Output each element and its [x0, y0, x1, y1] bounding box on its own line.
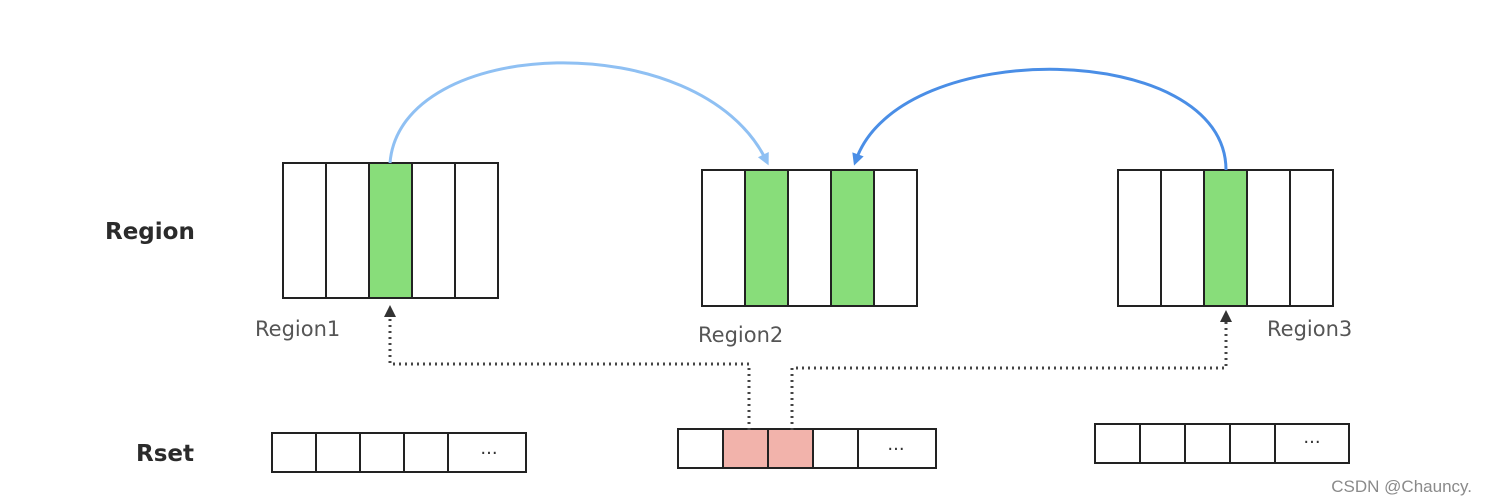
- rset-overflow-cell: [447, 432, 527, 473]
- region1-label: Region1: [255, 317, 340, 341]
- rset-overflow-cell: [857, 428, 937, 469]
- region-cell: [411, 162, 456, 299]
- rset-cell: [403, 432, 449, 473]
- rset-cell: [1184, 423, 1231, 464]
- region-cell: [873, 169, 918, 307]
- region-cell-referenced: [368, 162, 413, 299]
- rset-overflow-cell: [1274, 423, 1350, 464]
- region-cell: [701, 169, 746, 307]
- region-cell: [1117, 169, 1162, 307]
- rset-cell: [315, 432, 361, 473]
- region-cell: [1289, 169, 1334, 307]
- rset-pointer-to-region1: [384, 305, 751, 430]
- rset-cell-entry: [767, 428, 814, 469]
- watermark-text: CSDN @Chauncy.: [1331, 477, 1472, 496]
- rset3-block: [1094, 423, 1350, 464]
- rset3-ellipsis: ···: [1303, 432, 1320, 453]
- region-cell: [1160, 169, 1205, 307]
- rset-cell: [1229, 423, 1276, 464]
- reference-arrow-region3-to-region2: [852, 67, 1228, 171]
- rset2-ellipsis: ···: [887, 439, 904, 460]
- reference-arrow-region1-to-region2: [388, 61, 769, 166]
- rset-cell: [271, 432, 317, 473]
- rset-pointer-to-region3: [790, 310, 1232, 430]
- region-cell-referenced: [830, 169, 875, 307]
- rset-cell: [677, 428, 724, 469]
- region-cell: [787, 169, 832, 307]
- region-cell: [282, 162, 327, 299]
- rset-cell: [359, 432, 405, 473]
- region-row-label: Region: [105, 219, 195, 245]
- rset-row-label: Rset: [136, 441, 194, 467]
- region-cell-referenced: [744, 169, 789, 307]
- region-cell: [1246, 169, 1291, 307]
- rset-cell-entry: [722, 428, 769, 469]
- region1-block: [282, 162, 499, 299]
- region3-label: Region3: [1267, 317, 1352, 341]
- rset-cell: [812, 428, 859, 469]
- rset-cell: [1139, 423, 1186, 464]
- region2-block: [701, 169, 918, 307]
- region-cell: [454, 162, 499, 299]
- rset1-ellipsis: ···: [480, 443, 497, 464]
- region-cell-referenced: [1203, 169, 1248, 307]
- rset-cell: [1094, 423, 1141, 464]
- rset1-block: [271, 432, 527, 473]
- rset2-block: [677, 428, 937, 469]
- region2-label: Region2: [698, 323, 783, 347]
- region3-block: [1117, 169, 1334, 307]
- region-cell: [325, 162, 370, 299]
